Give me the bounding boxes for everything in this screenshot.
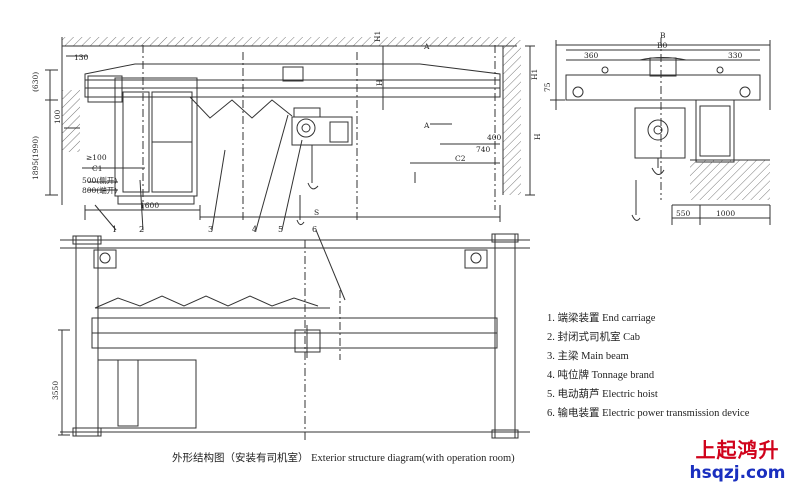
dim-360: 360 xyxy=(584,51,599,60)
dim-3550: 3550 xyxy=(51,381,60,400)
dim-h1: H1 xyxy=(373,31,382,42)
front-elevation-view xyxy=(45,37,535,301)
callout-2: 2 xyxy=(139,225,144,234)
dim-1600: 1600 xyxy=(140,201,159,210)
diagram-caption: 外形结构图（安装有司机室） Exterior structure diagram… xyxy=(172,453,515,464)
brand-name: 上起鸿升 xyxy=(695,438,780,462)
legend-item-end-carriage: 1. 端梁装置 End carriage xyxy=(547,313,656,324)
dim-h1-right: H1 xyxy=(530,69,539,80)
dim-800: 800(端开) xyxy=(82,185,117,195)
dim-550: 550 xyxy=(676,209,691,218)
dim-500: 500(侧开) xyxy=(82,175,117,185)
legend-item-tonnage-brand: 4. 吨位牌 Tonnage brand xyxy=(547,370,655,381)
callout-4: 4 xyxy=(252,225,257,234)
legend-item-electric-hoist: 5. 电动葫芦 Electric hoist xyxy=(547,389,658,400)
dim-1000: 1000 xyxy=(716,209,735,218)
dim-s: S xyxy=(314,208,319,217)
dim-b: B xyxy=(660,31,666,40)
dim-100: 100 xyxy=(53,109,62,124)
brand-url: hsqzj.com xyxy=(689,463,786,483)
brand-watermark: 上起鸿升 hsqzj.com xyxy=(680,438,795,484)
plan-view xyxy=(58,233,530,440)
dim-h: H xyxy=(375,79,384,86)
legend-item-main-beam: 3. 主梁 Main beam xyxy=(547,351,629,362)
front-dimension-labels: 130 (630) 1895(1990) 100 ≥100 C1 500(侧开)… xyxy=(31,31,542,217)
side-elevation-view xyxy=(550,38,771,225)
dim-1490: 1895(1990) xyxy=(31,136,40,180)
dim-a-mid: A xyxy=(423,121,430,130)
dim-c1: C1 xyxy=(92,164,103,173)
dim-130: 130 xyxy=(74,53,89,62)
callout-3: 3 xyxy=(208,225,213,234)
callout-numbers: 1 2 3 4 5 6 xyxy=(112,225,317,234)
dim-b0: B0 xyxy=(657,41,668,50)
legend-item-power-transmission: 6. 输电装置 Electric power transmission devi… xyxy=(547,408,750,419)
dim-400: 400 xyxy=(487,133,502,142)
side-dimension-labels: B B0 360 330 75 550 1000 xyxy=(543,31,743,218)
callout-1: 1 xyxy=(112,225,117,234)
callout-5: 5 xyxy=(278,225,283,234)
dim-75: 75 xyxy=(543,82,552,92)
dim-ge100: ≥100 xyxy=(86,153,107,162)
dim-c2: C2 xyxy=(455,154,466,163)
callout-6: 6 xyxy=(312,225,317,234)
dim-330: 330 xyxy=(728,51,743,60)
legend-item-cab: 2. 封闭式司机室 Cab xyxy=(547,332,641,343)
parts-legend: 1. 端梁装置 End carriage 2. 封闭式司机室 Cab 3. 主梁… xyxy=(547,309,797,423)
dim-a-top: A xyxy=(423,42,430,51)
dim-h-right: H xyxy=(533,133,542,140)
dim-630: (630) xyxy=(31,72,40,92)
dim-740: 740 xyxy=(476,145,491,154)
